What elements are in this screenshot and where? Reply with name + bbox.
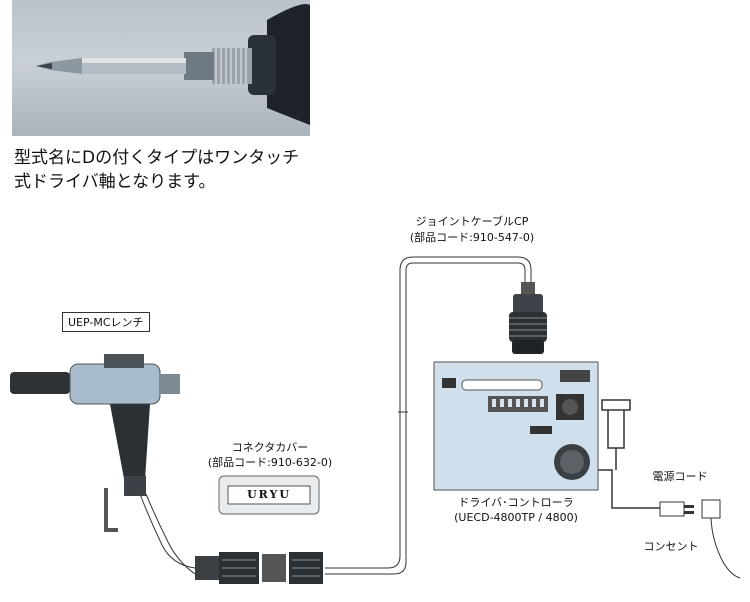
driver-controller-box	[433, 361, 599, 491]
connector-cover-code: (部品コード:910-632-0)	[207, 456, 333, 469]
driver-bit-illustration	[36, 4, 310, 125]
controller-name: ドライバ･コントローラ	[458, 496, 574, 509]
wrench-name: UEP-MCレンチ	[62, 312, 150, 332]
uep-mc-wrench	[10, 354, 180, 532]
cable-connector-pair	[195, 552, 323, 584]
caption-line-1: 型式名にDの付くタイプはワンタッチ	[14, 148, 300, 168]
power-cord-label: 電源コード	[652, 470, 708, 483]
connector-cover	[218, 475, 320, 515]
connector-cover-name: コネクタカバー	[231, 441, 309, 454]
cover-logo: URYU	[247, 488, 291, 501]
joint-cable-connector	[509, 282, 547, 354]
power-plug	[659, 501, 694, 517]
wrench-cable	[139, 493, 196, 575]
power-cord	[598, 399, 660, 509]
joint-cable	[325, 256, 532, 575]
outlet	[701, 499, 741, 579]
driver-bit-photo	[12, 0, 310, 136]
caption-line-2: 式ドライバ軸となります。	[14, 172, 216, 192]
controller-model: (UECD-4800TP / 4800)	[454, 511, 578, 524]
outlet-label: コンセント	[643, 540, 699, 553]
joint-cable-name: ジョイントケーブルCP	[415, 215, 529, 228]
joint-cable-code: (部品コード:910-547-0)	[409, 231, 535, 244]
